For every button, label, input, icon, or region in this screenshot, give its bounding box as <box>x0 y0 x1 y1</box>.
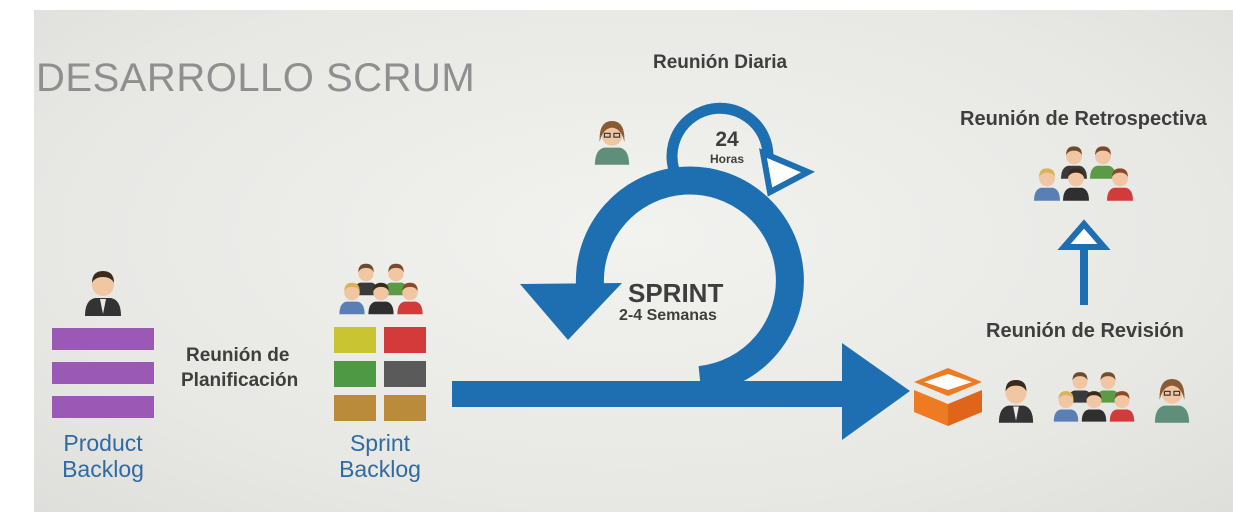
daily-cycle-arc <box>666 102 774 192</box>
sprint-backlog-line1: Sprint <box>349 430 411 456</box>
sprint-backlog-line2: Backlog <box>339 456 421 482</box>
product-backlog-line1: Product <box>63 430 143 456</box>
product-owner-icon <box>85 271 121 316</box>
review-meeting-label: Reunión de Revisión <box>986 320 1184 342</box>
product-backlog-item <box>52 328 154 350</box>
sprint-backlog-label: Sprint Backlog <box>318 430 442 482</box>
sprint-cycle-arrowhead <box>520 283 622 340</box>
product-backlog-line2: Backlog <box>62 456 144 482</box>
review-to-retro-line <box>1080 247 1088 305</box>
retrospective-meeting-label: Reunión de Retrospectiva <box>960 108 1207 130</box>
increment-box-icon <box>914 368 982 426</box>
sprint-duration: 2-4 Semanas <box>619 307 717 324</box>
sprint-cycle-arc <box>575 166 804 394</box>
product-backlog-item <box>52 396 154 418</box>
planning-meeting-line2: Planificación <box>181 370 299 391</box>
sprint-backlog-cell <box>334 395 376 421</box>
team-review-icon <box>1053 372 1135 422</box>
sprint-backlog-cell <box>384 361 426 387</box>
planning-meeting-line1: Reunión de <box>186 345 290 366</box>
daily-cycle-arrowhead <box>759 148 816 197</box>
scrum-master-review-icon <box>1154 379 1190 423</box>
product-backlog-label: Product Backlog <box>40 430 166 482</box>
main-flow-arrowhead <box>842 343 910 440</box>
daily-hours-unit: Horas <box>709 152 744 166</box>
daily-meeting-label: Reunión Diaria <box>653 52 788 73</box>
daily-hours-value: 24 <box>715 128 739 151</box>
sprint-backlog-cell <box>334 327 376 353</box>
scrum-master-icon <box>594 121 630 165</box>
review-to-retro-arrowhead <box>1057 219 1111 250</box>
sprint-backlog-cell <box>384 327 426 353</box>
main-flow-line <box>452 381 844 407</box>
sprint-backlog-cell <box>334 361 376 387</box>
page-title: DESARROLLO SCRUM <box>36 56 476 100</box>
sprint-backlog-cell <box>384 395 426 421</box>
team-retrospective-icon <box>1034 146 1133 201</box>
development-team-icon <box>339 263 423 315</box>
product-backlog-item <box>52 362 154 384</box>
sprint-label: SPRINT <box>628 278 724 308</box>
background-panel <box>34 10 1233 512</box>
product-owner-review-icon <box>998 379 1034 423</box>
